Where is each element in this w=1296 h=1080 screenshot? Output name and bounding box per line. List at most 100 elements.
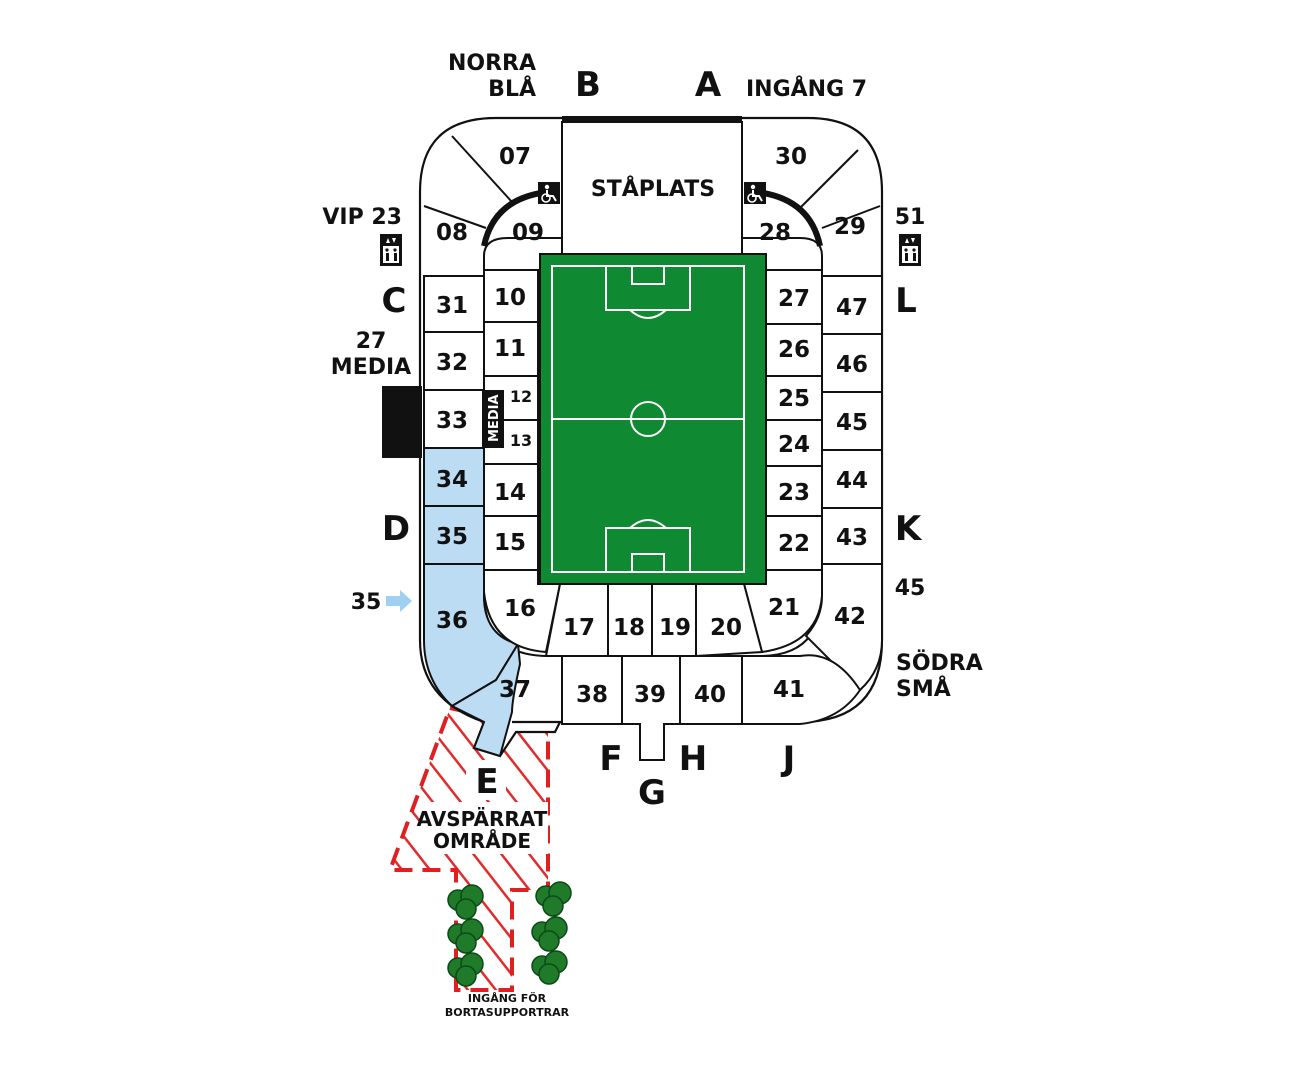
entrance-a: A — [695, 65, 722, 105]
section-24-label: 24 — [778, 432, 810, 458]
entrance-l: L — [895, 281, 917, 321]
entrance-g: G — [638, 773, 666, 813]
section-26[interactable] — [765, 323, 823, 377]
section-28-label: 28 — [759, 220, 791, 246]
entrance-27-media-line1: 27 — [356, 329, 387, 354]
section-20[interactable] — [695, 583, 764, 658]
entrance-45: 45 — [895, 576, 926, 601]
section-13-label: 13 — [510, 431, 532, 450]
entrance-norra-bla-line1: NORRA — [448, 51, 536, 76]
section-30-label: 30 — [775, 144, 807, 170]
section-07-label: 07 — [499, 144, 531, 170]
entrance-sodra-sma-line1: SÖDRA — [896, 650, 983, 676]
media-booth — [482, 390, 504, 448]
away-entrance-line1: INGÅNG FÖR — [468, 991, 547, 1005]
section-10-label: 10 — [494, 285, 526, 311]
elevator-icon — [899, 234, 921, 266]
entrance-f: F — [599, 739, 622, 779]
section-12-label: 12 — [510, 387, 532, 406]
section-47[interactable] — [821, 275, 883, 335]
section-29-label: 29 — [834, 214, 866, 240]
entrance-vip-23: VIP 23 — [322, 205, 402, 230]
section-11-label: 11 — [494, 336, 526, 362]
staplats-label: STÅPLATS — [591, 176, 715, 202]
section-32-label: 32 — [436, 350, 468, 376]
section-36-label: 36 — [436, 608, 468, 634]
section-19-label: 19 — [659, 615, 691, 641]
section-17-label: 17 — [563, 615, 595, 641]
entrance-27-media-line2: MEDIA — [331, 355, 411, 380]
entrance-h: H — [679, 739, 707, 779]
wheelchair-icon — [744, 182, 766, 204]
section-23-label: 23 — [778, 480, 810, 506]
tree-icon — [531, 950, 568, 985]
entrance-b: B — [575, 65, 601, 105]
access-ramp-left — [481, 189, 549, 247]
section-43[interactable] — [821, 507, 883, 565]
section-42-label: 42 — [834, 604, 866, 630]
arrow-right-icon — [386, 590, 412, 612]
restricted-label-line2: OMRÅDE — [433, 829, 531, 853]
restricted-area — [387, 705, 550, 992]
media-booth-label: MEDIA — [487, 394, 502, 442]
tree-icon — [531, 916, 568, 952]
section-33[interactable] — [423, 389, 485, 449]
section-38[interactable] — [561, 655, 623, 725]
football-pitch — [539, 253, 767, 585]
section-46-label: 46 — [836, 352, 868, 378]
wheelchair-icon — [538, 182, 560, 204]
section-37-label: 37 — [499, 677, 531, 703]
tree-icon — [447, 918, 484, 954]
section-41-label: 41 — [773, 677, 805, 703]
tree-icon — [447, 884, 484, 920]
section-25-label: 25 — [778, 386, 810, 412]
section-39[interactable] — [621, 655, 681, 761]
entrance-51: 51 — [895, 205, 926, 230]
media-stand-block — [382, 386, 422, 458]
section-35[interactable] — [423, 505, 485, 565]
section-08-label: 08 — [436, 220, 468, 246]
section-31[interactable] — [423, 275, 485, 333]
section-22-label: 22 — [778, 531, 810, 557]
section-34[interactable] — [423, 447, 485, 507]
entrance-35: 35 — [351, 590, 382, 615]
elevator-icon — [380, 234, 402, 266]
section-15-label: 15 — [494, 530, 526, 556]
entrance-sodra-sma-line2: SMÅ — [896, 676, 951, 702]
section-14[interactable] — [483, 463, 539, 517]
entrance-k: K — [895, 509, 923, 549]
section-43-label: 43 — [836, 525, 868, 551]
section-34-label: 34 — [436, 467, 468, 493]
section-35-label: 35 — [436, 524, 468, 550]
section-39-label: 39 — [634, 682, 666, 708]
section-27-label: 27 — [778, 286, 810, 312]
section-26-label: 26 — [778, 337, 810, 363]
section-18-label: 18 — [613, 615, 645, 641]
section-47-label: 47 — [836, 295, 868, 321]
section-45-label: 45 — [836, 410, 868, 436]
section-14-label: 14 — [494, 480, 526, 506]
section-33-label: 33 — [436, 408, 468, 434]
section-25[interactable] — [765, 375, 823, 421]
staplats-section[interactable] — [561, 121, 743, 255]
restricted-label-line1: AVSPÄRRAT — [417, 807, 548, 831]
section-37[interactable] — [449, 640, 522, 758]
entrance-norra-bla-line2: BLÅ — [488, 76, 536, 102]
entrance-c: C — [382, 281, 407, 321]
tree-icon — [447, 952, 484, 987]
section-41[interactable] — [741, 654, 862, 725]
section-20-label: 20 — [710, 615, 742, 641]
section-10[interactable] — [483, 269, 539, 323]
top-gate-bar — [562, 116, 742, 124]
section-44-label: 44 — [836, 468, 868, 494]
section-11[interactable] — [483, 321, 539, 377]
section-27[interactable] — [765, 269, 823, 325]
section-09-label: 09 — [512, 220, 544, 246]
section-22[interactable] — [765, 515, 823, 571]
access-ramp-right — [755, 189, 823, 247]
tree-icon — [535, 881, 572, 917]
section-40-label: 40 — [694, 682, 726, 708]
section-21-label: 21 — [768, 595, 800, 621]
entrance-d: D — [382, 509, 410, 549]
